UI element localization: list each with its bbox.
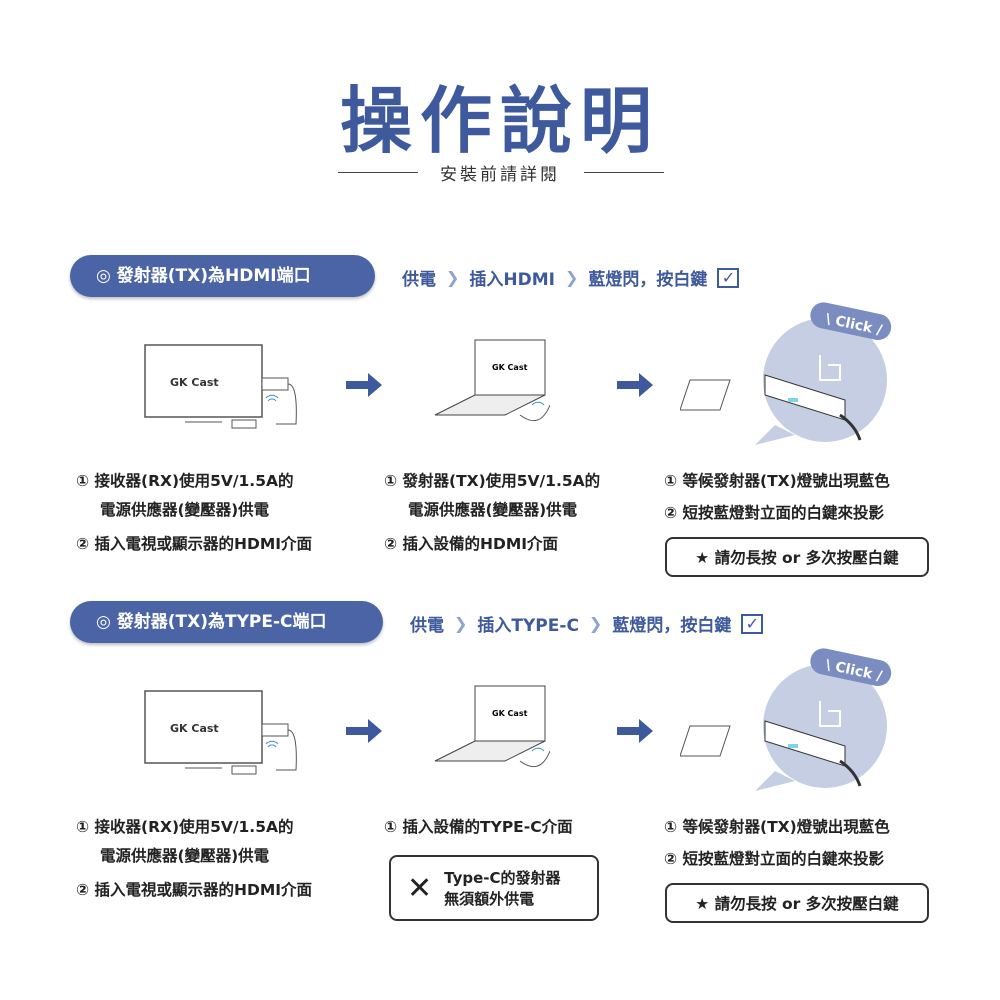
tv-illustration: GK Cast: [144, 690, 297, 775]
brand-label: GK Cast: [170, 722, 219, 735]
instructions-col1: ① 接收器(RX)使用5V/1.5A的 電源供應器(變壓器)供電 ② 插入電視或…: [76, 467, 312, 559]
checkbox-icon: ✓: [741, 613, 764, 634]
flow-steps: 供電 ❯ 插入TYPE-C ❯ 藍燈閃，按白鍵 ✓: [410, 611, 764, 636]
flow-step: 插入HDMI: [469, 270, 555, 290]
instruction-item: ① 接收器(RX)使用5V/1.5A的: [76, 472, 294, 490]
subtitle: 安裝前請詳閱: [440, 165, 560, 185]
instruction-item: ① 接收器(RX)使用5V/1.5A的: [76, 818, 294, 836]
instruction-item: 電源供應器(變壓器)供電: [100, 501, 270, 519]
laptop-illustration: GK Cast: [434, 685, 550, 768]
section-pill: ◎ 發射器(TX)為HDMI端口: [70, 255, 375, 297]
instructions-col2: ① 發射器(TX)使用5V/1.5A的電源供應器(變壓器)供電 ② 插入設備的HD…: [384, 467, 600, 559]
click-illustration: \ Click /: [680, 302, 892, 445]
brand-label: GK Cast: [492, 709, 528, 718]
instruction-item: ① 等候發射器(TX)燈號出現藍色: [664, 472, 890, 490]
chevron-icon: ❯: [565, 268, 579, 287]
flow-step: 插入TYPE-C: [477, 616, 579, 636]
instruction-item: ② 短按藍燈對立面的白鍵來投影: [664, 850, 885, 868]
flow-step: 供電: [402, 270, 436, 290]
section-typec: ◎ 發射器(TX)為TYPE-C端口 供電 ❯ 插入TYPE-C ❯ 藍燈閃，按白鍵…: [70, 601, 929, 923]
checkbox-icon: ✓: [717, 267, 740, 288]
x-icon: ✕: [407, 870, 433, 906]
warning-text: Type-C的發射器: [444, 869, 561, 887]
warning-text: 無須額外供電: [444, 890, 535, 908]
brand-label: GK Cast: [492, 363, 528, 372]
instructions-col1: ① 接收器(RX)使用5V/1.5A的 電源供應器(變壓器)供電 ② 插入電視或…: [76, 813, 312, 905]
arrow-right-icon: [346, 719, 382, 743]
divider: [338, 172, 418, 173]
brand-label: GK Cast: [170, 376, 219, 389]
instruction-item: ② 短按藍燈對立面的白鍵來投影: [664, 504, 885, 522]
page-title: 操作說明: [339, 79, 660, 163]
instructions-col2: ① 插入設備的TYPE-C介面: [384, 813, 573, 842]
instruction-item: ① 等候發射器(TX)燈號出現藍色: [664, 818, 890, 836]
instruction-item: ② 插入電視或顯示器的HDMI介面: [76, 881, 313, 899]
divider: [584, 172, 664, 173]
warning-note: ★ 請勿長按 or 多次按壓白鍵: [665, 537, 929, 577]
instruction-item: ② 插入電視或顯示器的HDMI介面: [76, 535, 313, 553]
chevron-icon: ❯: [446, 268, 460, 287]
instructions-col3: ① 等候發射器(TX)燈號出現藍色 ② 短按藍燈對立面的白鍵來投影: [664, 813, 890, 874]
flow-step: 藍燈閃，按白鍵: [588, 270, 708, 290]
warning-note: ★ 請勿長按 or 多次按壓白鍵: [665, 883, 929, 923]
arrow-right-icon: [617, 719, 653, 743]
instruction-item: ② 插入設備的HDMI介面: [384, 535, 559, 553]
flow-step: 藍燈閃，按白鍵: [612, 616, 732, 636]
flow-step: 供電: [410, 616, 444, 636]
tv-illustration: GK Cast: [144, 344, 297, 429]
instructions-col3: ① 等候發射器(TX)燈號出現藍色 ② 短按藍燈對立面的白鍵來投影: [664, 467, 890, 528]
laptop-illustration: GK Cast: [434, 339, 550, 422]
instruction-item: ① 發射器(TX)使用5V/1.5A的: [384, 472, 601, 490]
instruction-item: ① 插入設備的TYPE-C介面: [384, 818, 573, 836]
flow-steps: 供電 ❯ 插入HDMI ❯ 藍燈閃，按白鍵 ✓: [402, 265, 740, 290]
instruction-item: 電源供應器(變壓器)供電: [100, 847, 270, 865]
click-illustration: \ Click /: [680, 648, 892, 791]
arrow-right-icon: [617, 373, 653, 397]
section-pill: ◎ 發射器(TX)為TYPE-C端口: [70, 601, 383, 643]
instruction-item: 電源供應器(變壓器)供電: [408, 501, 578, 519]
typec-warning-box: ✕ Type-C的發射器無須額外供電: [389, 855, 599, 921]
arrow-right-icon: [346, 373, 382, 397]
chevron-icon: ❯: [454, 614, 468, 633]
chevron-icon: ❯: [588, 614, 603, 633]
